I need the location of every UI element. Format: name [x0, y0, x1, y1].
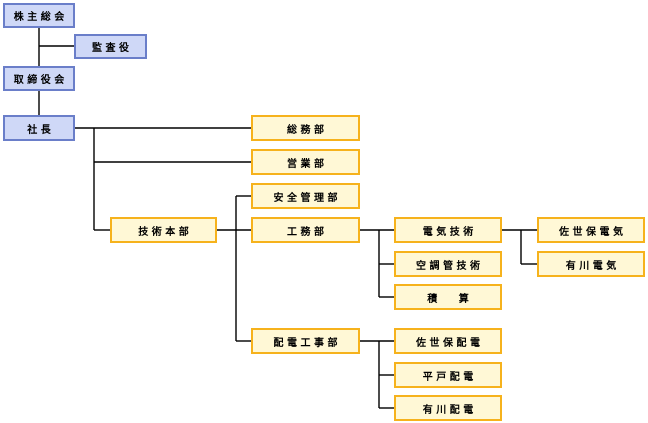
box-sales: 営 業 部	[251, 149, 360, 175]
box-general-affairs: 総 務 部	[251, 115, 360, 141]
box-board-label: 取 締 役 会	[13, 75, 65, 86]
box-engineering-hq-label: 技 術 本 部	[138, 226, 189, 238]
box-general-affairs-label: 総 務 部	[287, 124, 324, 136]
box-safety-management-label: 安 全 管 理 部	[273, 192, 338, 204]
box-construction: 工 務 部	[251, 217, 360, 243]
box-hirado-distribution: 平 戸 配 電	[394, 362, 502, 388]
box-electrical-tech-label: 電 気 技 術	[422, 226, 474, 238]
box-arikawa-electric-label: 有 川 電 気	[565, 260, 617, 272]
box-air-conditioning-tech-label: 空 調 管 技 術	[416, 260, 480, 272]
box-estimation-label: 積 算	[427, 293, 469, 305]
box-sales-label: 営 業 部	[287, 158, 324, 170]
box-president: 社 長	[3, 115, 75, 141]
box-safety-management: 安 全 管 理 部	[251, 183, 360, 209]
box-arikawa-distribution: 有 川 配 電	[394, 395, 502, 421]
box-construction-label: 工 務 部	[287, 226, 324, 238]
box-sasebo-distribution-label: 佐 世 保 配 電	[416, 337, 480, 349]
box-engineering-hq: 技 術 本 部	[110, 217, 217, 243]
box-auditor: 監 査 役	[74, 34, 147, 59]
box-electrical-tech: 電 気 技 術	[394, 217, 502, 243]
box-arikawa-distribution-label: 有 川 配 電	[422, 404, 474, 416]
box-arikawa-electric: 有 川 電 気	[537, 251, 645, 277]
box-sasebo-electric-label: 佐 世 保 電 気	[559, 226, 623, 238]
box-air-conditioning-tech: 空 調 管 技 術	[394, 251, 502, 277]
box-distribution-construction: 配 電 工 事 部	[251, 328, 360, 354]
box-president-label: 社 長	[27, 124, 51, 136]
box-estimation: 積 算	[394, 284, 502, 310]
box-distribution-construction-label: 配 電 工 事 部	[273, 337, 338, 349]
box-hirado-distribution-label: 平 戸 配 電	[422, 371, 474, 383]
box-shareholders-meeting-label: 株 主 総 会	[13, 12, 65, 23]
box-board: 取 締 役 会	[3, 66, 75, 91]
box-sasebo-electric: 佐 世 保 電 気	[537, 217, 645, 243]
box-shareholders-meeting: 株 主 総 会	[3, 3, 75, 28]
box-auditor-label: 監 査 役	[92, 43, 129, 54]
box-sasebo-distribution: 佐 世 保 配 電	[394, 328, 502, 354]
